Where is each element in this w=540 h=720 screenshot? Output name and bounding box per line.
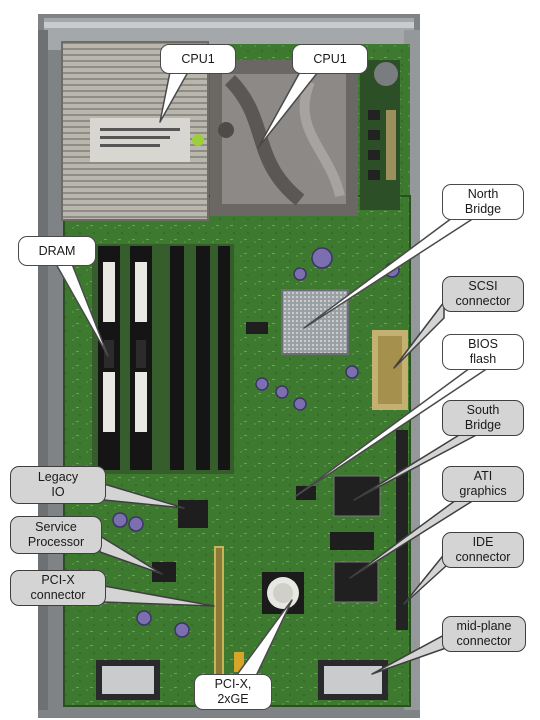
callout-pcix-connector: PCI-X connector [10,570,106,606]
callout-line: North [467,187,499,201]
callout-pointers-grey [99,301,483,675]
callout-line: graphics [459,484,507,498]
callout-line: Service [35,520,77,534]
callout-line: IDE [472,535,494,549]
callout-line: connector [455,294,511,308]
callout-line: 2xGE [217,692,249,706]
capacitors [112,247,400,638]
callout-line: connector [455,550,511,564]
callout-line: CPU1 [181,51,215,66]
callout-line: IO [51,485,65,499]
callout-line: flash [469,352,497,366]
callout-line: mid-plane [456,619,512,633]
callout-line: DRAM [38,243,76,258]
callout-line: Bridge [464,418,502,432]
callout-line: PCI-X, [214,677,252,691]
cpu-heatsink-left [61,41,209,221]
pcix-slot [214,546,224,688]
bottom-connectors [96,652,388,700]
callout-line: Bridge [464,202,502,216]
callout-dram: DRAM [18,236,96,266]
callout-legacy-io: Legacy IO [10,466,106,504]
callout-cpu1-right: CPU1 [292,44,368,74]
callout-mid-plane-connector: mid-plane connector [442,616,526,652]
dram-slots [92,244,234,474]
callout-line: SCSI [468,279,498,293]
callout-ide-connector: IDE connector [442,532,524,568]
scsi-connector [372,330,408,410]
callout-line: BIOS [468,337,498,351]
callout-south-bridge: South Bridge [442,400,524,436]
callout-service-processor: Service Processor [10,516,102,554]
callout-pointers [55,71,489,497]
callout-cpu1-left: CPU1 [160,44,236,74]
callout-bios-flash: BIOS flash [442,334,524,370]
chips [152,322,381,603]
gbe-controller [262,572,304,614]
callout-ati-graphics: ATI graphics [442,466,524,502]
callout-line: South [466,403,500,417]
callout-north-bridge: North Bridge [442,184,524,220]
callout-line: connector [30,588,86,602]
callout-line: Processor [27,535,85,549]
callout-scsi-connector: SCSI connector [442,276,524,312]
ide-connector [396,430,408,630]
voltage-regulators [360,60,400,210]
callout-line: CPU1 [313,51,347,66]
callout-line: ATI [473,469,493,483]
north-bridge-heatsink [281,289,349,355]
callout-pcix-2xge: PCI-X, 2xGE [194,674,272,710]
cpu-socket-right [210,60,358,216]
callout-line: Legacy [37,470,79,484]
callout-line: PCI-X [41,573,75,587]
callout-line: connector [456,634,512,648]
